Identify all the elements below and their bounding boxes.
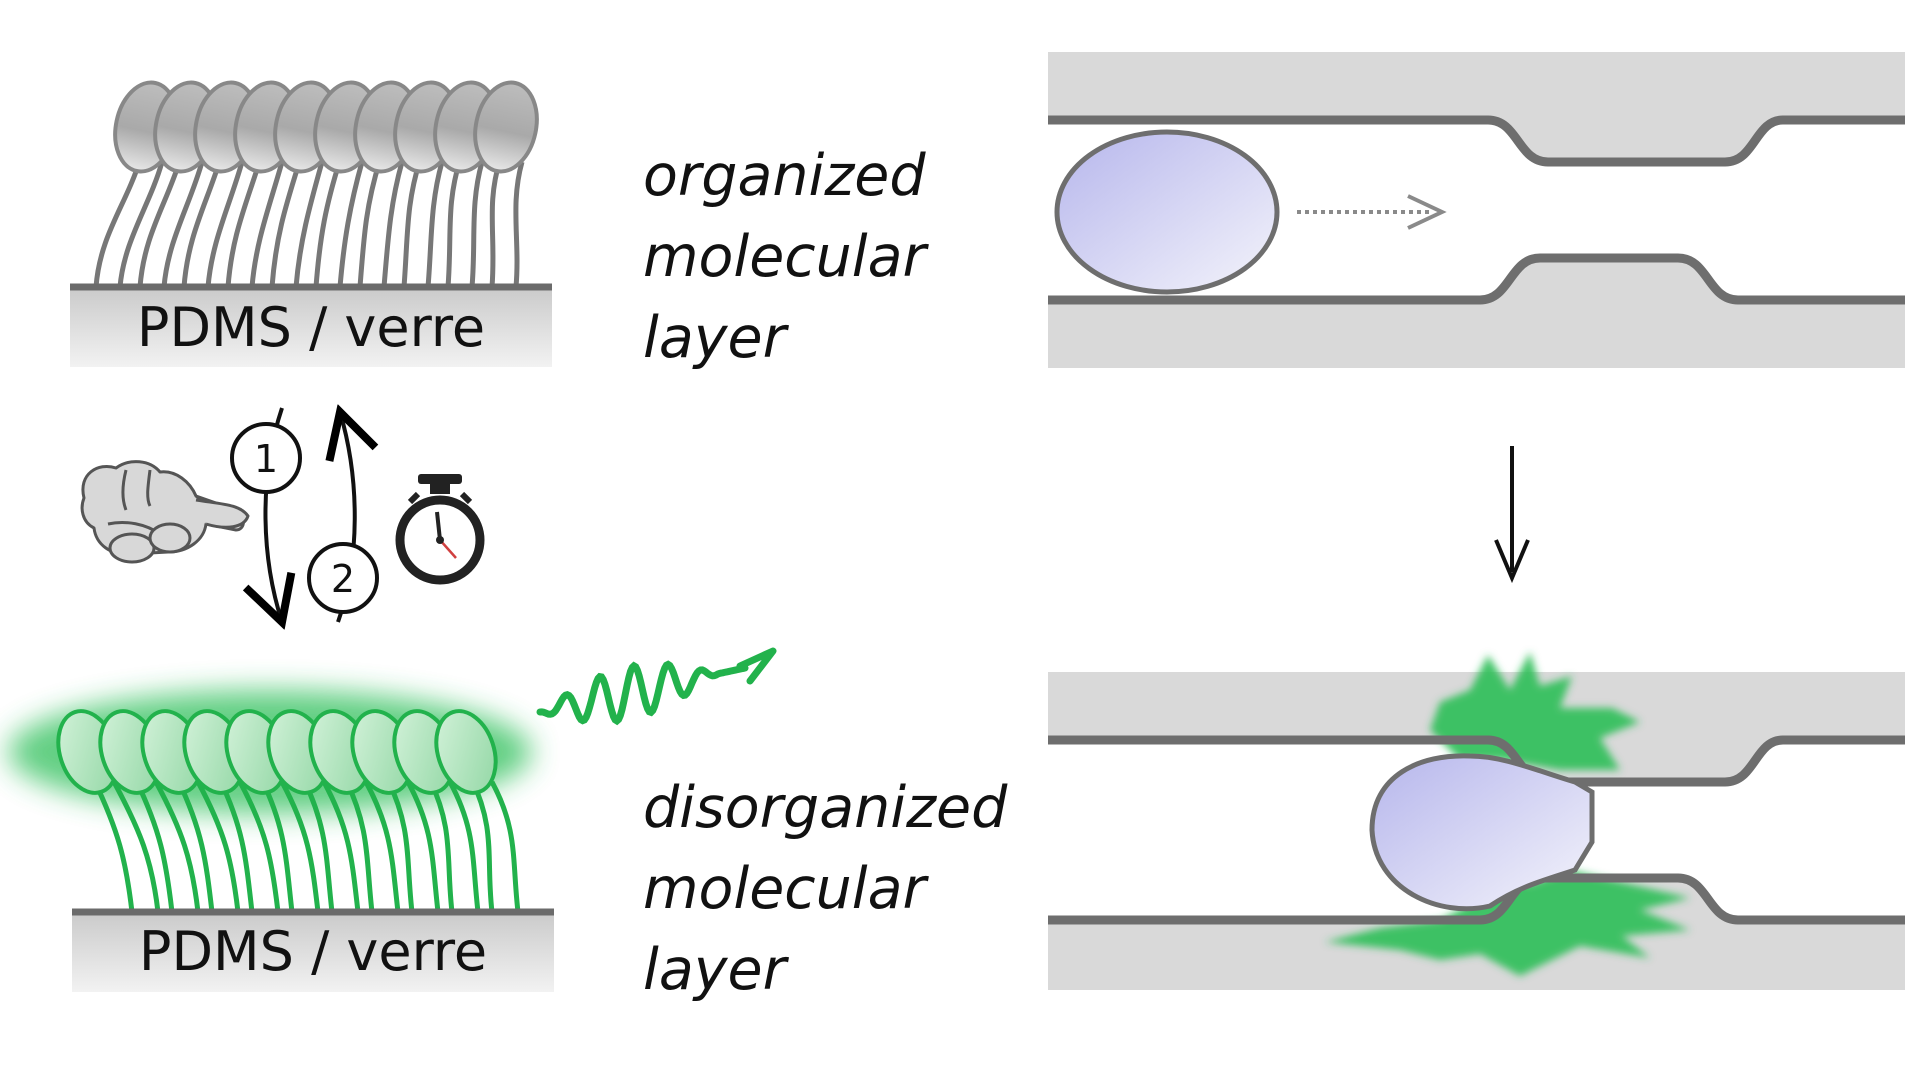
pointing-hand-icon [80,460,250,564]
molecule-tail [293,161,325,288]
molecule-tail [269,159,303,288]
molecule-head [434,709,498,795]
molecule-tail [447,780,481,913]
molecule-tail [205,161,245,288]
molecule-tail [489,780,521,913]
molecule-tail [133,778,175,913]
disorganized-heads [56,709,498,795]
stopwatch-icon [395,474,485,585]
molecule-tail [93,159,143,288]
caption-line: molecular [643,224,926,290]
step-1-badge: 1 [230,422,302,494]
molecule-tail [405,780,441,913]
molecule-tail [321,780,361,913]
molecule-tail [217,778,255,913]
molecule-tail [117,161,165,288]
molecule-tail [469,778,495,913]
molecule-tail [381,161,405,288]
organized-molecule-layer [93,80,539,288]
top-substrate [70,283,552,367]
organized-heads [113,80,539,174]
molecule-tail [337,161,365,288]
disorganized-layer-caption: disorganized molecular layer [643,768,1007,1011]
disorganized-molecule-layer [8,690,532,913]
molecule-tail [249,161,285,288]
squeezed-droplet [1369,753,1595,912]
caption-line: molecular [643,856,926,922]
molecule-tail [111,780,161,913]
cycle-arrows: 1 2 [230,408,379,622]
bottom-substrate [72,908,554,992]
caption-line: organized [643,143,926,209]
molecule-tail [225,159,263,288]
molecule-tail [181,159,223,288]
molecule-tail [313,159,343,288]
molecule-tail [259,778,295,913]
molecule-tail [91,778,135,913]
wavy-arrow-icon [536,647,777,726]
molecule-tail [445,159,463,288]
down-arrow-icon [1494,446,1530,584]
molecule-tail [175,778,215,913]
bottom-substrate-label: PDMS / verre [138,920,488,983]
top-substrate-label: PDMS / verre [136,296,486,359]
molecule-tail [237,780,281,913]
molecule-tail [363,780,401,913]
molecule-tail [469,161,485,288]
molecule-tail [357,159,383,288]
molecule-tail [153,780,201,913]
molecule-tail [301,778,335,913]
molecule-tail [279,780,321,913]
molecule-tail [513,161,525,288]
organized-tails [93,159,525,288]
step-2-badge: 2 [307,542,379,614]
svg-text:2: 2 [331,557,355,601]
caption-line: disorganized [643,775,1008,841]
molecule-tail [401,159,423,288]
caption-line: layer [643,305,787,371]
bottom-channel [1048,652,1905,990]
molecule-tail [195,780,241,913]
molecule-tail [489,159,503,288]
molecule-head [473,80,539,174]
molecule-tail [425,161,445,288]
molecule-tail [343,778,375,913]
svg-text:1: 1 [254,437,278,481]
droplet [1054,129,1280,295]
molecule-tail [427,778,455,913]
top-channel [1048,52,1905,368]
caption-line: layer [643,937,787,1003]
molecule-tail [137,159,183,288]
molecule-tail [161,161,205,288]
organized-layer-caption: organized molecular layer [643,136,926,379]
disorganized-tails [91,778,521,913]
molecule-tail [385,778,415,913]
